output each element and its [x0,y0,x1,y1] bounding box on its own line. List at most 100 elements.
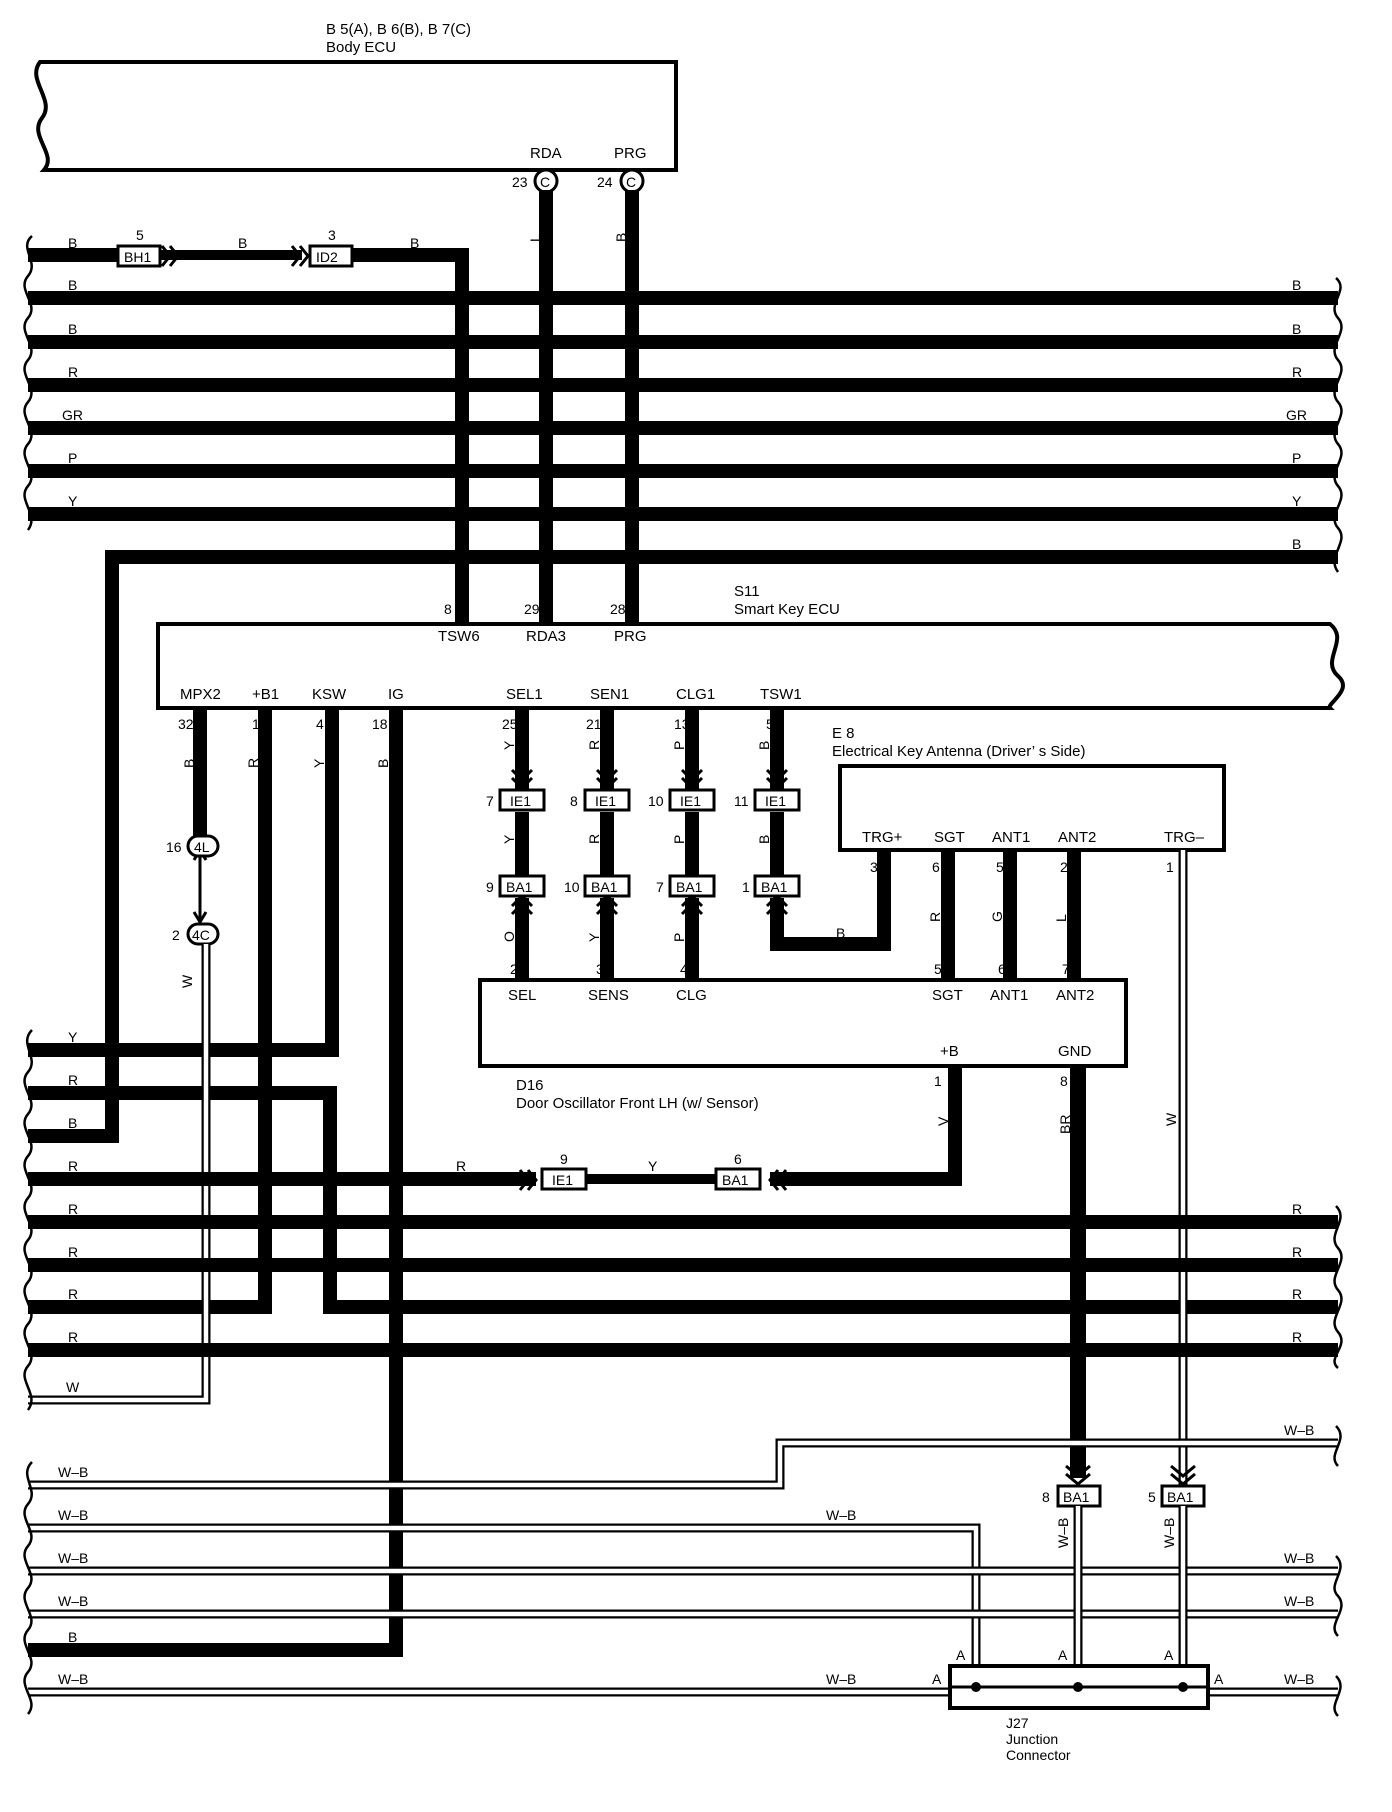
wire-label-prg: B [613,233,629,242]
connector-label: BA1 [1063,1489,1090,1505]
antenna-code: E 8 [832,725,855,742]
pin-label: SEL1 [506,686,543,703]
door-oscillator-title: Door Oscillator Front LH (w/ Sensor) [516,1095,759,1112]
wire-label: P [671,741,687,750]
door-oscillator-box [478,978,1128,1068]
connector-label: BA1 [506,879,533,895]
bus-label-left: R [68,1329,78,1345]
pin-num: 21 [586,716,602,732]
bus-label-left: GR [62,407,83,423]
connector-label: BA1 [722,1172,749,1188]
connector-ba1-tsw [753,874,801,898]
connector-letter-c: C [626,174,636,190]
connector-4c-label: 4C [192,927,210,943]
wire-label: Y [586,932,602,942]
bus-label-left: R [68,1286,78,1302]
body-ecu-connectors: B 5(A), B 6(B), B 7(C) [326,21,471,38]
pin-label: A [1214,1671,1224,1687]
top-harness: BH1 5 ID2 3 B B B L B B B R GR P Y B B R… [23,190,1343,1143]
wire-label: L [1053,914,1069,922]
pin-label: SEL [508,987,536,1004]
bus-label-left: W–B [58,1464,88,1480]
bus-label-right: W–B [1284,1422,1314,1438]
junction-dot [1178,1682,1188,1692]
wire-label: W [179,974,195,988]
junction-dot [971,1682,981,1692]
connector-label: BA1 [676,879,703,895]
pin-num: 18 [372,716,388,732]
pin-label: A [1164,1647,1174,1663]
pin-num-rda: 23 [512,174,528,190]
pin-num: 8 [1042,1489,1050,1505]
bus-label-right: GR [1286,407,1307,423]
wire-label: G [989,911,1005,922]
wire-label: O [501,931,517,942]
wire-label: W–B [1055,1518,1071,1548]
pin-label: ANT2 [1056,987,1094,1004]
junction-title: Connector [1006,1747,1071,1763]
bus-label-left: W–B [58,1593,88,1609]
connector-ba1-sel [498,874,546,898]
arrow-trg [1170,1464,1196,1486]
door-oscillator: 2 3 4 5 6 7 SEL SENS CLG SGT ANT1 ANT2 +… [478,961,1128,1112]
break-mark-right [1333,1425,1343,1717]
pin-num-4c: 2 [172,927,180,943]
bus-label-left: R [68,1072,78,1088]
body-ecu-title: Body ECU [326,39,396,56]
bus-label-right: W–B [1284,1550,1314,1566]
wire-label: B [375,759,391,768]
junction-code: J27 [1006,1715,1029,1731]
bus-label-right: P [1292,450,1301,466]
connector-label: IE1 [552,1172,573,1188]
pin-label: A [956,1647,966,1663]
wire-wb-2-outline [28,1523,981,1685]
body-ecu: B 5(A), B 6(B), B 7(C) Body ECU RDA PRG … [34,21,678,194]
pin-label: ANT2 [1058,829,1096,846]
pin-num: 8 [444,601,452,617]
pin-label: +B [940,1043,959,1060]
junction-title: Junction [1006,1731,1058,1747]
wire-wb-1 [28,1440,1338,1488]
pin-num: 7 [1062,961,1070,977]
wire-b1 [28,708,272,1314]
wire-label: Y [311,758,327,768]
wire-label: W–B [826,1671,856,1687]
bus-label-right: R [1292,1329,1302,1345]
arrow-ie1 [518,1169,538,1191]
connector-bh1-label: BH1 [124,249,151,265]
arrow-ba1 [768,1169,788,1191]
wire-plus-b [770,1066,962,1186]
pin-label: ANT1 [992,829,1030,846]
wire-label: W–B [1161,1518,1177,1548]
door-oscillator-code: D16 [516,1077,544,1094]
connector-ie1-tsw [753,788,801,812]
break-mark-left [23,1029,33,1411]
pin-label: CLG1 [676,686,715,703]
wire-label: Y [648,1158,658,1174]
bus-label-right: W–B [1284,1593,1314,1609]
pin-label: TSW1 [760,686,802,703]
ground-harness: BA1 8 BA1 5 W–B W–B A A A A A J27 Juncti… [23,1422,1343,1763]
pin-num: 1 [252,716,260,732]
bus-label-left: W–B [58,1507,88,1523]
wire-tsw6 [352,248,469,624]
break-mark-right [1333,1205,1343,1369]
pin-num: 28 [610,601,626,617]
pin-num: 3 [596,961,604,977]
wire-wb-2 [28,1525,979,1685]
bus-label-right: R [1292,364,1302,380]
wire-label: B [68,235,77,251]
antenna-title: Electrical Key Antenna (Driver’ s Side) [832,743,1085,760]
pin-num: 6 [932,859,940,875]
wire-label: R [245,758,261,768]
smart-key-ecu-code: S11 [734,583,760,600]
wire-label: B [756,835,772,844]
bus-label-left: Y [68,493,78,509]
connector-ie1-sen [583,788,631,812]
bus-label-left: P [68,450,77,466]
wire-label: B [410,235,419,251]
wire-label: P [671,933,687,942]
pin-num: 4 [316,716,324,732]
pin-num: 1 [742,879,750,895]
